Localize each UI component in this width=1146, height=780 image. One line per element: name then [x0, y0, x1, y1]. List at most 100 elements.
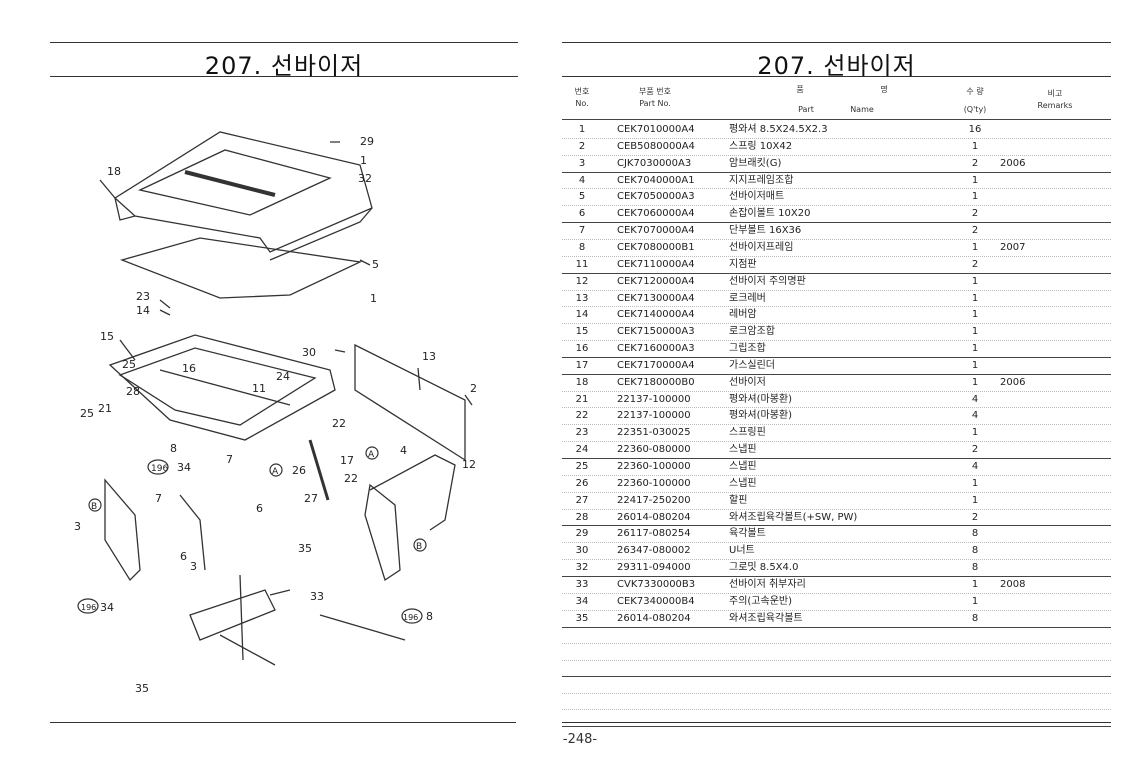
callout-label: 14 — [136, 304, 150, 317]
callout-label: 25 — [80, 407, 94, 420]
cell-name: 스프링핀 — [729, 427, 766, 439]
blank-rule — [562, 692, 1111, 694]
cell-part-no: 26014-080204 — [617, 511, 691, 523]
left-title-rule — [50, 76, 518, 77]
row-rule — [562, 407, 1111, 409]
callout-label: A — [272, 467, 279, 477]
exploded-parts-diagram: 29 1 32 18 5 1 23 14 15 25 16 30 13 24 1… — [74, 131, 477, 695]
cell-qty: 4 — [971, 410, 979, 422]
cell-qty: 1 — [971, 174, 979, 186]
cell-part-no: 22360-080000 — [617, 444, 691, 456]
cell-no: 7 — [578, 225, 586, 237]
cell-qty: 2 — [971, 225, 979, 237]
callout-label: 33 — [310, 590, 324, 603]
group-rule — [562, 458, 1111, 459]
cell-no: 24 — [575, 444, 589, 456]
cell-qty: 8 — [971, 545, 979, 557]
cell-no: 12 — [575, 275, 589, 287]
header-no-en: No. — [575, 99, 589, 108]
sun-visor-frame — [108, 334, 336, 441]
callout-label: 13 — [422, 350, 436, 363]
cell-no: 32 — [575, 562, 589, 574]
group-rule — [562, 171, 1111, 173]
callout-label: 17 — [340, 454, 354, 467]
row-rule — [562, 306, 1111, 308]
cell-remarks: 2006 — [1000, 376, 1026, 388]
callout-label: 3 — [74, 520, 81, 533]
cell-name: 선바이저프레임 — [729, 241, 794, 253]
cell-qty: 1 — [971, 343, 979, 355]
sun-visor-canopy — [113, 131, 373, 253]
row-rule — [562, 188, 1111, 190]
callout-label: 6 — [180, 550, 187, 563]
cell-name: 지지프레임조합 — [729, 174, 794, 186]
cell-part-no: CEK7060000A4 — [617, 208, 695, 220]
row-rule — [562, 441, 1111, 443]
header-remarks-kr: 비고 — [1047, 89, 1063, 98]
cell-qty: 1 — [971, 140, 979, 152]
callout-label: 196 — [151, 464, 168, 474]
group-rule — [562, 373, 1111, 375]
cell-part-no: CEK7040000A1 — [617, 174, 695, 186]
cell-no: 3 — [578, 157, 586, 169]
right-title-rule — [562, 76, 1111, 77]
cell-qty: 1 — [971, 494, 979, 506]
cell-no: 15 — [575, 326, 589, 338]
cell-qty: 16 — [968, 124, 982, 135]
row-rule — [562, 137, 1111, 139]
cell-remarks: 2008 — [1000, 578, 1026, 590]
callout-label: 35 — [135, 682, 149, 695]
cell-no: 21 — [575, 393, 589, 405]
group-rule — [562, 356, 1111, 358]
row-rule — [562, 255, 1111, 257]
cell-name: 선바이저 — [729, 376, 766, 388]
cell-no: 5 — [578, 191, 586, 203]
callout-196-b — [77, 598, 99, 614]
cell-part-no: CEK7140000A4 — [617, 309, 695, 321]
cell-no: 13 — [575, 292, 589, 304]
cell-name: 선바이저 취부자리 — [729, 578, 806, 590]
blank-rule — [562, 676, 1111, 677]
cell-part-no: CEK7180000B0 — [617, 376, 695, 388]
cell-qty: 1 — [971, 359, 979, 371]
cell-name: 가스실린더 — [729, 359, 775, 371]
cell-name: 스냅핀 — [729, 477, 757, 489]
header-name-kr1: 품 — [796, 85, 804, 94]
cell-qty: 2 — [971, 208, 979, 220]
callout-label: 196 — [403, 613, 418, 622]
cell-name: 육각볼트 — [729, 528, 766, 540]
cell-name: 스냅핀 — [729, 461, 757, 472]
cell-qty: 8 — [971, 612, 979, 624]
cell-part-no: CEB5080000A4 — [617, 140, 695, 152]
cell-part-no: 29311-094000 — [617, 562, 691, 574]
callout-label: 15 — [100, 330, 114, 343]
header-part-en: Part No. — [639, 99, 671, 108]
cell-qty: 1 — [971, 427, 979, 439]
support-frame-right — [364, 483, 401, 582]
cell-name: 할핀 — [729, 494, 748, 506]
cell-no: 14 — [575, 309, 589, 321]
callout-label: 5 — [372, 258, 379, 271]
cell-part-no: 22137-100000 — [617, 410, 691, 422]
cell-qty: 1 — [971, 241, 979, 253]
callout-label: B — [416, 542, 422, 552]
cell-no: 6 — [578, 208, 586, 220]
cell-no: 16 — [575, 343, 589, 355]
cell-no: 30 — [575, 545, 589, 557]
cell-name: 평와셔 8.5X24.5X2.3 — [729, 124, 828, 135]
header-name-en2: Name — [850, 105, 874, 114]
callout-label: 11 — [252, 382, 266, 395]
callout-label: A — [368, 450, 375, 460]
